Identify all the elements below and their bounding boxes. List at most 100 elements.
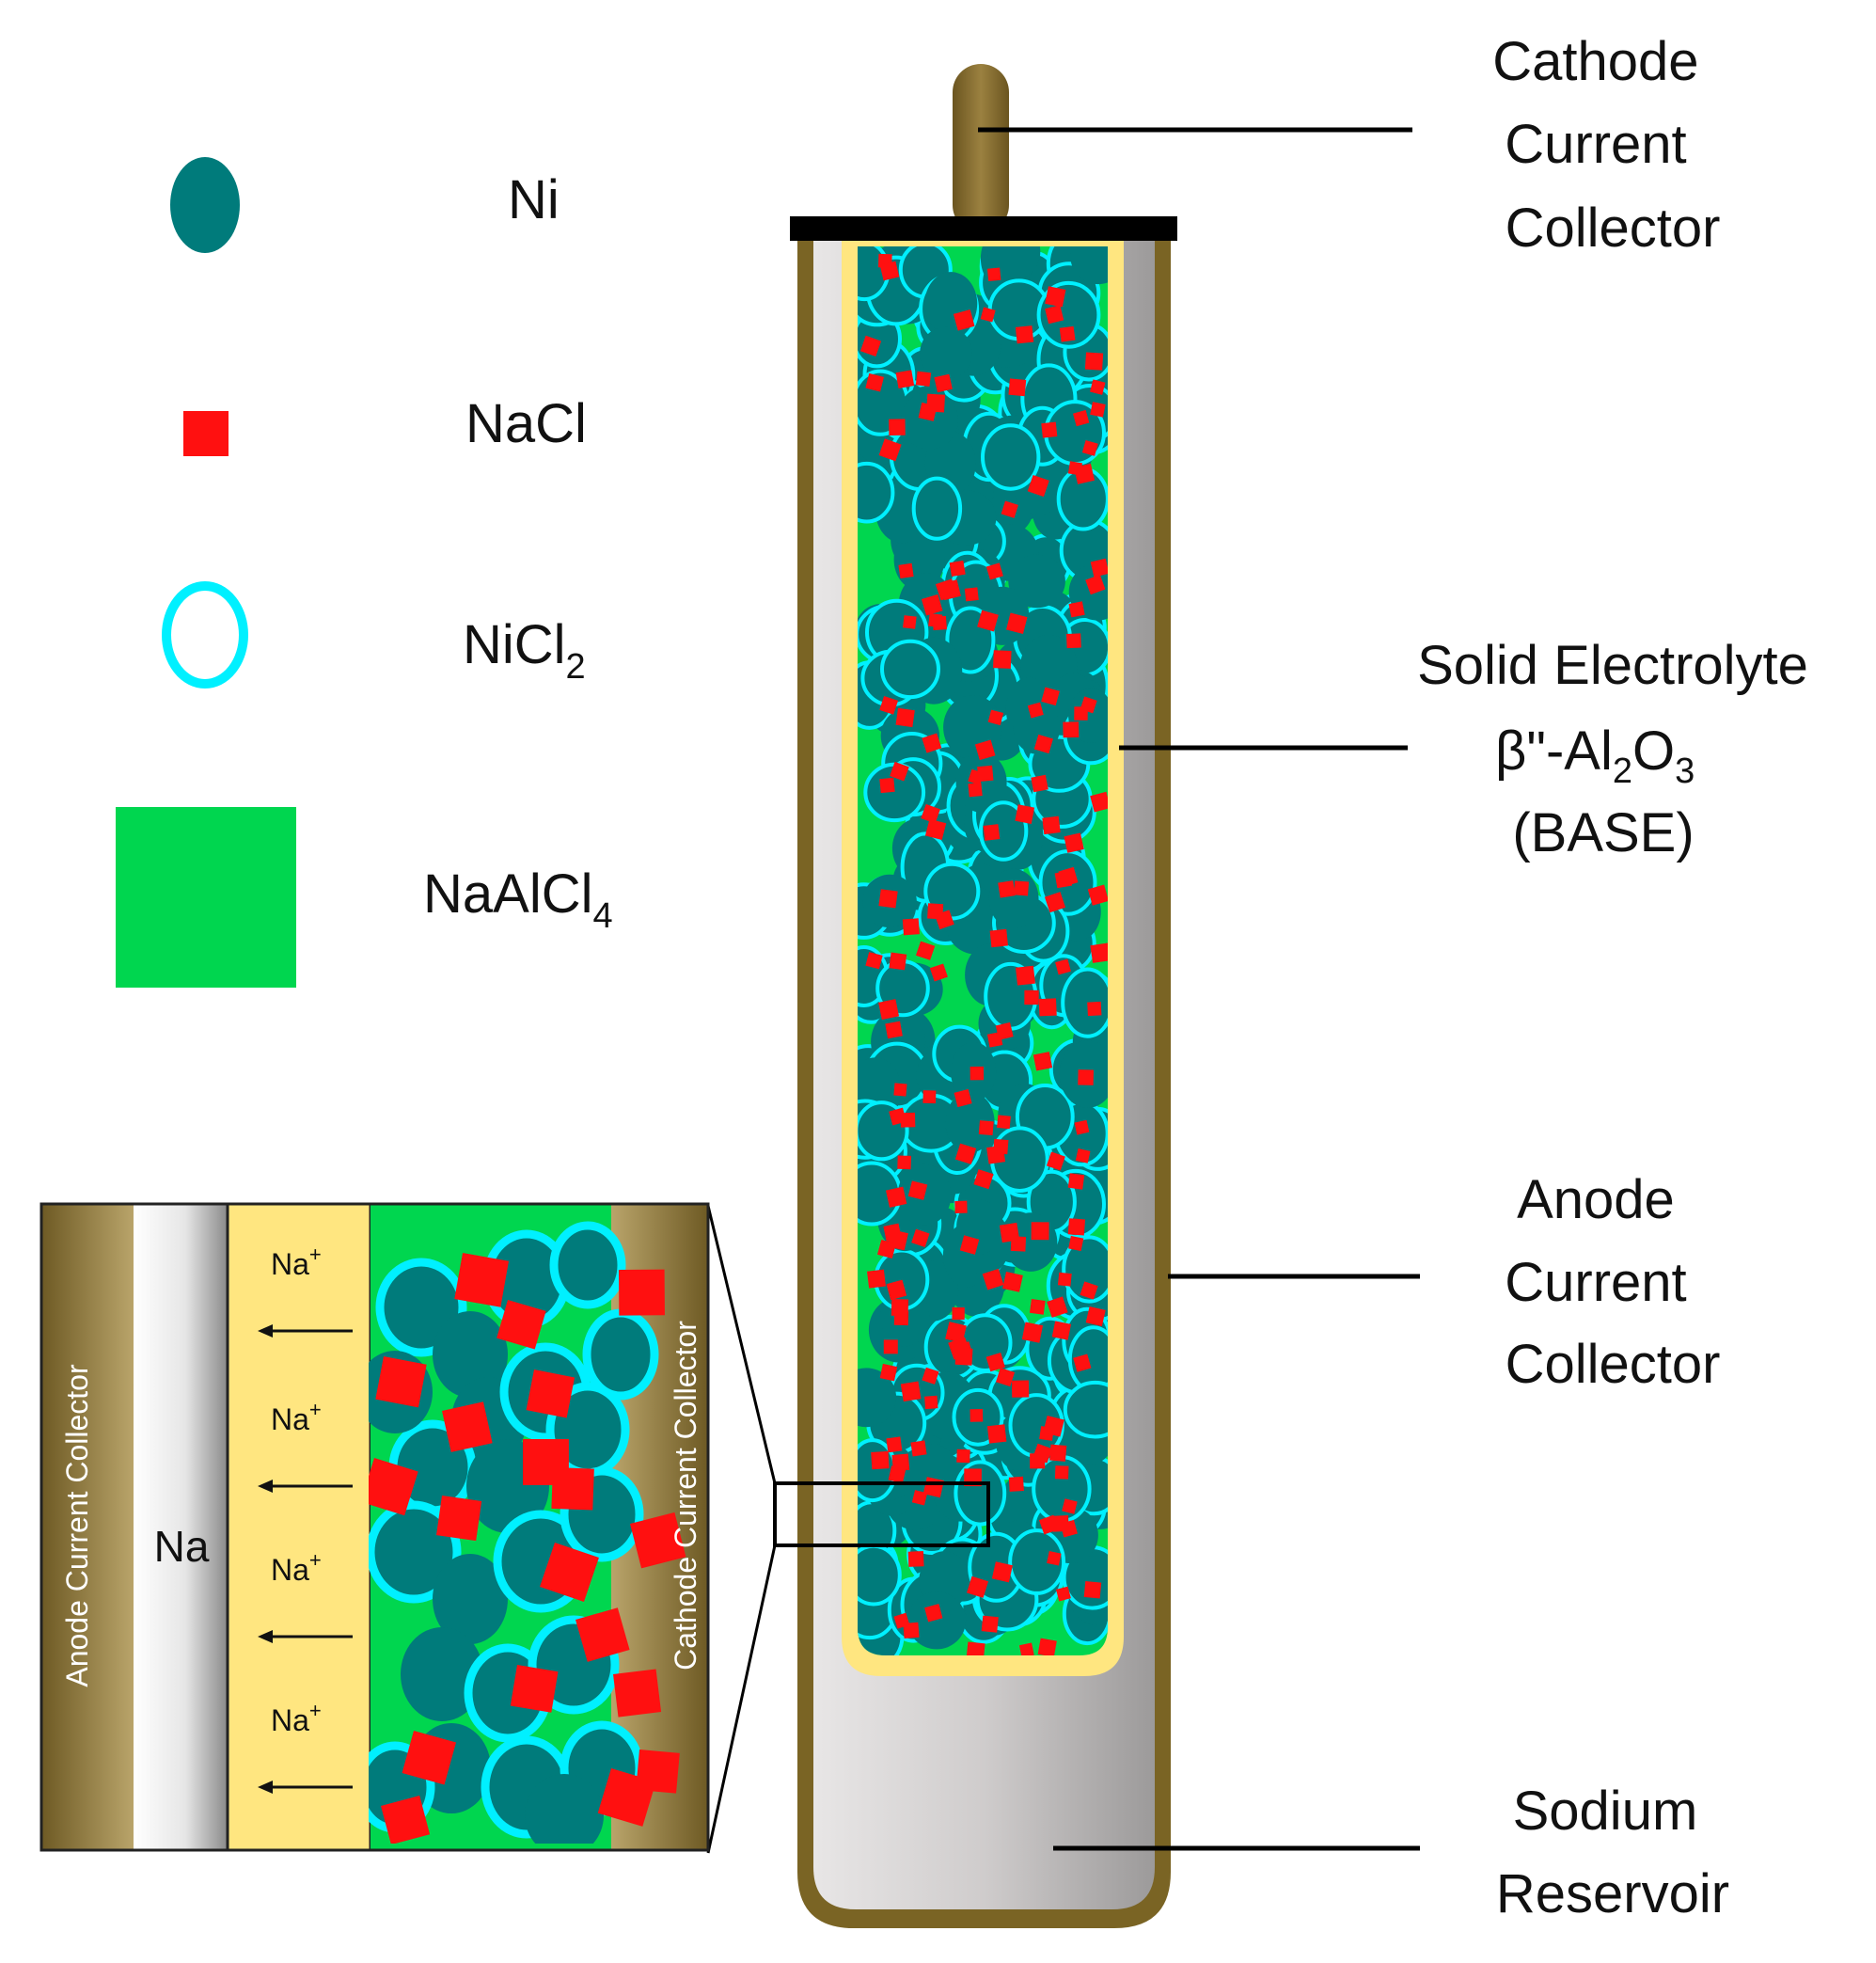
nacl-particle bbox=[1073, 409, 1090, 427]
nacl-particle bbox=[895, 707, 915, 728]
nacl-particle bbox=[964, 587, 979, 602]
nacl-particle bbox=[989, 928, 1008, 948]
ion-label-sup: + bbox=[309, 1243, 322, 1266]
inset-nacl-particle bbox=[402, 1731, 457, 1785]
nacl-particle bbox=[924, 818, 947, 840]
ni-particle bbox=[978, 800, 1029, 862]
nacl-particle bbox=[865, 372, 885, 392]
anode-collector-label: Anode Current Collector bbox=[1505, 1169, 1720, 1395]
nacl-particle bbox=[1087, 1001, 1102, 1017]
cell-cap bbox=[790, 216, 1177, 241]
nacl-particle bbox=[985, 1352, 1005, 1372]
cathode-particles bbox=[858, 246, 1108, 1655]
nacl-particle bbox=[1090, 402, 1106, 418]
ion-label: Na+ bbox=[271, 1699, 322, 1737]
nacl-particle bbox=[866, 1269, 887, 1289]
nacl-particle bbox=[1064, 832, 1084, 853]
nacl-particle bbox=[1041, 687, 1060, 706]
callouts: Cathode Current Collector Solid Electrol… bbox=[978, 31, 1808, 1924]
nacl-particle bbox=[997, 1115, 1011, 1130]
inset-sodium bbox=[134, 1204, 228, 1850]
nacl-particle bbox=[1081, 439, 1098, 456]
nacl-particle bbox=[879, 261, 900, 281]
nacl-particle bbox=[1080, 1281, 1098, 1300]
nacl-particle bbox=[929, 963, 948, 982]
nacl-particle bbox=[970, 1066, 985, 1081]
nacl-particle bbox=[954, 1347, 973, 1366]
ni-particle bbox=[858, 1368, 897, 1428]
inset-particles bbox=[369, 1221, 686, 1844]
nacl-particle bbox=[1074, 463, 1096, 484]
nacl-particle bbox=[859, 335, 882, 356]
nacl-particle bbox=[903, 1622, 920, 1638]
nacl-particle bbox=[1005, 612, 1028, 635]
nacl-particle bbox=[1011, 1380, 1030, 1398]
nacl-particle bbox=[998, 880, 1016, 898]
legend-naalcl4-label: NaAlCl4 bbox=[423, 863, 613, 936]
ni-particle bbox=[981, 423, 1041, 491]
inset-ni-particle bbox=[433, 1554, 508, 1644]
zoom-box bbox=[773, 1481, 990, 1547]
legend-nicl2-label: NiCl2 bbox=[463, 614, 586, 687]
nacl-particle bbox=[1090, 791, 1108, 813]
ni-particle bbox=[1070, 246, 1108, 285]
nacl-particle bbox=[1015, 804, 1035, 825]
nacl-particle bbox=[1090, 558, 1108, 578]
nacl-particle bbox=[1031, 1222, 1049, 1241]
ion-label: Na+ bbox=[271, 1398, 322, 1436]
nacl-particle bbox=[956, 1449, 970, 1464]
inset-ni-particle bbox=[369, 1500, 462, 1604]
nacl-particle bbox=[895, 370, 915, 388]
nacl-particle bbox=[897, 1155, 911, 1170]
nacl-particle bbox=[889, 952, 907, 971]
nacl-particle bbox=[924, 1604, 943, 1623]
inset-nacl-particle bbox=[551, 1466, 594, 1511]
inset-nacl-particle bbox=[510, 1665, 559, 1713]
legend-nacl-label: NaCl bbox=[465, 393, 587, 454]
nacl-particle bbox=[1052, 1515, 1069, 1532]
nacl-particle bbox=[968, 783, 983, 798]
anode-collector-line-2: Current bbox=[1505, 1252, 1686, 1313]
nacl-particle bbox=[1015, 325, 1034, 344]
nacl-particle bbox=[1090, 379, 1106, 395]
nacl-particle bbox=[1033, 1052, 1053, 1071]
nacl-particle bbox=[978, 1120, 994, 1136]
nacl-particle bbox=[1068, 1235, 1084, 1252]
nacl-particle bbox=[921, 594, 943, 616]
nacl-particle bbox=[890, 761, 909, 782]
inset-ni-particle bbox=[401, 1627, 483, 1721]
nacl-particle bbox=[970, 1408, 984, 1422]
nacl-particle bbox=[1087, 884, 1108, 906]
nacl-particle bbox=[879, 777, 895, 794]
nacl-particle bbox=[1066, 633, 1081, 649]
formula-sub-3: 3 bbox=[1675, 752, 1695, 791]
inset-nacl-particle bbox=[435, 1496, 482, 1542]
nacl-particle bbox=[954, 1088, 972, 1108]
inset-nacl-particle bbox=[454, 1253, 510, 1307]
nacl-particle bbox=[974, 739, 996, 761]
nacl-particle bbox=[879, 1363, 898, 1382]
inset-ion-arrows: Na+Na+Na+Na+ bbox=[258, 1243, 353, 1794]
solid-electrolyte-formula: β"-Al2O3 bbox=[1495, 720, 1695, 791]
ion-label: Na+ bbox=[271, 1548, 322, 1587]
nacl-particle bbox=[1059, 325, 1076, 342]
nacl-particle bbox=[1078, 1069, 1094, 1085]
nacl-particle bbox=[926, 393, 946, 413]
nacl-particle bbox=[1043, 1416, 1064, 1437]
ion-arrow-head bbox=[258, 1630, 273, 1643]
inset-cathode-label: Cathode Current Collector bbox=[669, 1321, 702, 1670]
formula-beta-al: β"-Al bbox=[1495, 720, 1613, 782]
ni-particle bbox=[988, 868, 1039, 929]
nacl-particle bbox=[1073, 1354, 1092, 1372]
inset-nacl-particle bbox=[618, 1269, 665, 1316]
nacl-particle bbox=[1041, 421, 1058, 438]
ni-particle bbox=[858, 461, 895, 524]
nacl-particle bbox=[1067, 1173, 1085, 1190]
nacl-particle bbox=[1037, 1638, 1057, 1655]
nacl-particle bbox=[952, 1306, 965, 1321]
sodium-reservoir-line-1: Sodium bbox=[1513, 1781, 1698, 1842]
nacl-particle bbox=[1045, 305, 1064, 325]
ion-label-text: Na bbox=[271, 1703, 309, 1737]
